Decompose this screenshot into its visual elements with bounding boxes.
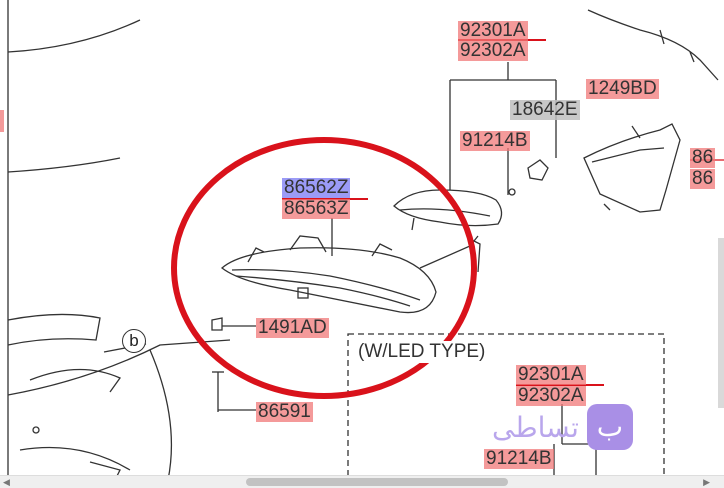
label-92301a: 92301A bbox=[458, 20, 528, 41]
label-edge-left bbox=[0, 110, 4, 132]
watermark-text: تساطی bbox=[492, 410, 579, 444]
label-edge-86-b: 86 bbox=[690, 168, 716, 189]
scroll-right-arrow-icon[interactable]: ▶ bbox=[703, 477, 710, 487]
bumper-side-curve bbox=[149, 349, 173, 481]
bumper-grille-slot bbox=[7, 313, 101, 346]
bulb-socket bbox=[508, 188, 516, 196]
label-1249bd: 1249BD bbox=[586, 78, 659, 99]
bumper-bottom-curve bbox=[19, 446, 131, 471]
fog-lamp-line1 bbox=[231, 268, 421, 301]
top-wire bbox=[587, 9, 719, 81]
watermark-logo-icon: ب bbox=[586, 404, 633, 450]
fog-lamp-bracket2 bbox=[289, 235, 327, 253]
label-led-92301a: 92301A bbox=[516, 364, 586, 385]
horizontal-scrollbar[interactable]: ◀ ▶ bbox=[0, 475, 724, 488]
wire-clips bbox=[659, 29, 695, 63]
fog-lamp-bracket3 bbox=[371, 243, 393, 257]
label-92302a: 92302A bbox=[458, 40, 528, 61]
bulb-shape bbox=[527, 159, 549, 181]
scrollbar-thumb[interactable] bbox=[246, 478, 508, 486]
right-bracket-tab bbox=[603, 203, 611, 211]
highlight-circle bbox=[171, 137, 477, 399]
right-bracket-line bbox=[591, 147, 665, 163]
watermark: تساطی ب bbox=[492, 404, 633, 450]
label-86562z: 86562Z bbox=[282, 177, 351, 198]
label-led-91214b: 91214B bbox=[484, 448, 554, 469]
bumper-lip bbox=[29, 368, 121, 393]
label-led-92302a: 92302A bbox=[516, 385, 586, 406]
fog-lamp-connector bbox=[297, 287, 309, 299]
right-bracket bbox=[583, 123, 681, 213]
leader-92301a bbox=[449, 62, 557, 190]
led-type-title: (W/LED TYPE) bbox=[356, 341, 488, 363]
upper-lamp-line bbox=[399, 208, 491, 217]
clip-1491ad bbox=[211, 317, 223, 331]
bumper-upper-curve bbox=[7, 19, 141, 53]
label-18642e: 18642E bbox=[510, 99, 580, 120]
label-86591: 86591 bbox=[256, 401, 313, 422]
leader-led bbox=[553, 404, 597, 488]
label-86563z: 86563Z bbox=[282, 198, 351, 219]
upper-lamp-housing bbox=[393, 189, 503, 227]
bumper-hole bbox=[32, 426, 40, 434]
bolt-1249bd bbox=[631, 125, 641, 139]
label-1491ad: 1491AD bbox=[256, 317, 329, 338]
label-edge-86-a: 86 bbox=[690, 147, 716, 168]
label-91214b-top: 91214B bbox=[460, 130, 530, 151]
fog-lamp-line2 bbox=[235, 275, 411, 307]
bumper-top-curve bbox=[7, 157, 121, 173]
led-type-box bbox=[347, 333, 665, 488]
vertical-scrollbar[interactable] bbox=[718, 238, 724, 408]
fog-wire-plug bbox=[471, 239, 481, 273]
bumper-lower-line bbox=[7, 339, 231, 396]
fog-lamp-bracket1 bbox=[247, 247, 265, 263]
scroll-left-arrow-icon[interactable]: ◀ bbox=[3, 477, 10, 487]
fog-lamp-housing bbox=[220, 247, 437, 314]
callout-b: b bbox=[122, 329, 146, 353]
upper-lamp-leg bbox=[411, 217, 415, 231]
